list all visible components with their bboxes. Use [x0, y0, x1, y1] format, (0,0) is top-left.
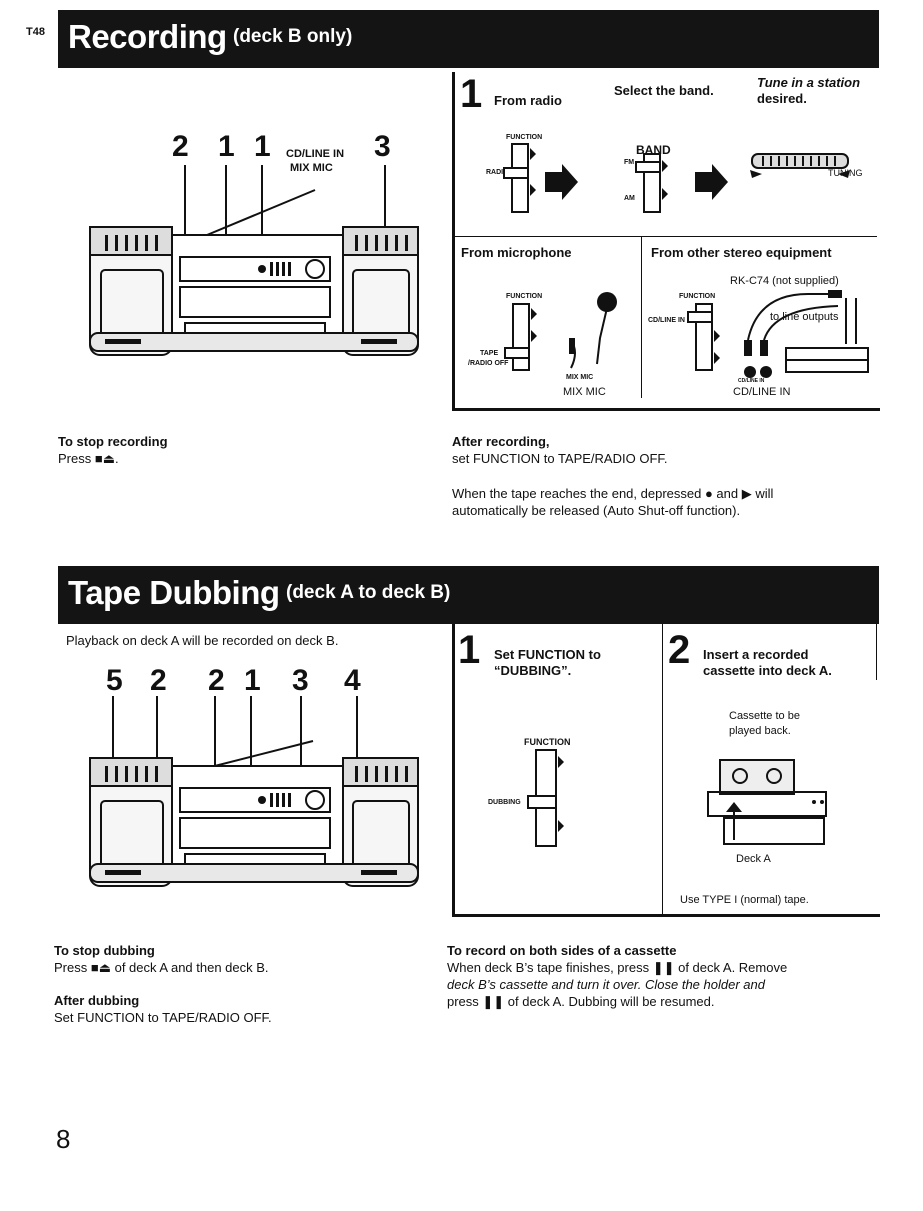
both-sides-line1: When deck B’s tape finishes, press ❚❚ of… — [447, 960, 788, 975]
from-radio-label: From radio — [494, 93, 562, 108]
am-label: AM — [624, 195, 635, 202]
rk-cable-label: RK-C74 (not supplied) — [730, 275, 839, 287]
recording-title: Recording — [68, 18, 227, 55]
tune-line2: desired. — [757, 91, 807, 106]
dub-step-1-line1: Set FUNCTION to — [494, 647, 601, 662]
function-label-radio: FUNCTION — [506, 134, 543, 141]
cassette-line1: Cassette to be — [729, 710, 800, 722]
deck-a-illustration — [707, 759, 827, 845]
mic-radio-off-label: /RADIO OFF — [468, 360, 509, 367]
dub-step-2-line2: cassette into deck A. — [703, 663, 832, 678]
stereo-connection-illustration — [687, 290, 869, 378]
dubbing-subtitle: (deck A to deck B) — [286, 582, 451, 603]
callout-1a: 1 — [218, 130, 235, 163]
dub-callout-2a: 2 — [150, 664, 167, 697]
callout-1b: 1 — [254, 130, 271, 163]
callout-3: 3 — [374, 130, 391, 163]
panel-divider-vertical — [641, 236, 642, 398]
dub-callout-2b: 2 — [208, 664, 225, 697]
dub-function-switch-illustration — [527, 749, 564, 847]
recording-subtitle: (deck B only) — [233, 26, 353, 47]
callout-cdline: CD/LINE IN — [286, 148, 345, 160]
after-dubbing-text: Set FUNCTION to TAPE/RADIO OFF. — [54, 1010, 272, 1025]
tape-type-note: Use TYPE I (normal) tape. — [680, 894, 809, 906]
other-jack-label: CD/LINE IN — [738, 378, 765, 384]
stop-recording-text: Press ■⏏. — [58, 451, 119, 466]
band-label: BAND — [636, 143, 671, 157]
dubbing-steps-panel — [452, 624, 880, 917]
mic-caption: MIX MIC — [563, 386, 606, 398]
from-other-title: From other stereo equipment — [651, 245, 832, 260]
dubbing-boombox-illustration — [89, 696, 419, 887]
fm-label: FM — [624, 159, 635, 166]
microphone-illustration — [504, 292, 617, 371]
mic-tape-label: TAPE — [480, 350, 499, 357]
radio-controls-illustration — [503, 143, 850, 213]
dub-step-2-number: 2 — [668, 628, 691, 672]
stop-dubbing-title: To stop dubbing — [54, 943, 155, 958]
radio-position-label: RADIO — [486, 169, 509, 176]
auto-shutoff-line1: When the tape reaches the end, depressed… — [452, 486, 774, 501]
boombox-illustration — [89, 165, 419, 356]
other-caption: CD/LINE IN — [733, 386, 791, 398]
dubbing-banner: Tape Dubbing (deck A to deck B) — [58, 566, 879, 624]
dubbing-intro: Playback on deck A will be recorded on d… — [66, 633, 339, 648]
from-microphone-title: From microphone — [461, 245, 572, 260]
dub-function-label: FUNCTION — [524, 737, 571, 747]
callout-2: 2 — [172, 130, 189, 163]
dub-step-1-number: 1 — [458, 628, 481, 672]
dub-callout-5: 5 — [106, 664, 123, 697]
tune-line1: Tune in a station — [757, 75, 861, 90]
both-sides-title: To record on both sides of a cassette — [447, 943, 677, 958]
mic-jack-label: MIX MIC — [566, 374, 594, 381]
after-dubbing-title: After dubbing — [54, 993, 140, 1008]
recording-steps-panel — [452, 72, 880, 411]
page-code: T48 — [26, 26, 45, 38]
dub-dubbing-position: DUBBING — [488, 799, 521, 806]
auto-shutoff-line2: automatically be released (Auto Shut-off… — [452, 503, 741, 518]
select-band-label: Select the band. — [614, 83, 714, 98]
page-number: 8 — [56, 1124, 71, 1154]
dub-step-1-line2: “DUBBING”. — [494, 663, 572, 678]
dubbing-title: Tape Dubbing — [68, 574, 280, 611]
panel-divider — [455, 236, 877, 237]
both-sides-line2: deck B’s cassette and turn it over. Clos… — [447, 977, 765, 992]
other-cdline-position: CD/LINE IN — [648, 317, 685, 324]
after-recording-text: set FUNCTION to TAPE/RADIO OFF. — [452, 451, 668, 466]
step-1-number: 1 — [460, 72, 483, 116]
callout-mixmic: MIX MIC — [290, 162, 333, 174]
deck-a-label: Deck A — [736, 853, 771, 865]
mic-function-label: FUNCTION — [506, 293, 543, 300]
tuning-label: TUNING — [828, 168, 863, 178]
line-outputs-label: to line outputs — [770, 311, 839, 323]
both-sides-line3: press ❚❚ of deck A. Dubbing will be resu… — [447, 994, 715, 1009]
dubbing-panel-right-edge — [876, 624, 877, 680]
recording-banner: Recording (deck B only) — [58, 10, 879, 68]
dubbing-panel-divider — [662, 624, 663, 914]
dub-step-2-line1: Insert a recorded — [703, 647, 809, 662]
dub-callout-3: 3 — [292, 664, 309, 697]
other-function-label: FUNCTION — [679, 293, 716, 300]
stop-recording-title: To stop recording — [58, 434, 168, 449]
cassette-line2: played back. — [729, 725, 791, 737]
after-recording-title: After recording, — [452, 434, 550, 449]
dub-callout-4: 4 — [344, 664, 361, 697]
dub-callout-1: 1 — [244, 664, 261, 697]
stop-dubbing-text: Press ■⏏ of deck A and then deck B. — [54, 960, 269, 975]
